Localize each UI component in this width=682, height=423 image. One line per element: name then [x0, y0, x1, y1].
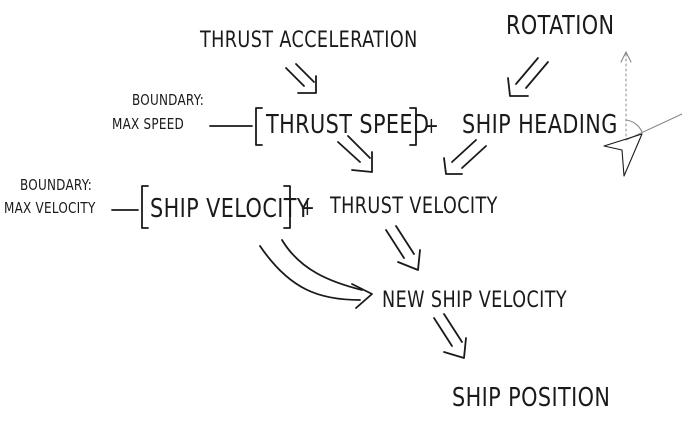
- thrust-acceleration-node: THRUST ACCELERATION: [200, 28, 418, 53]
- ship-heading-sketch-icon: [603, 51, 682, 177]
- ship-heading-node: SHIP HEADING: [462, 110, 618, 140]
- thrust-speed-node: THRUST SPEED: [266, 110, 430, 140]
- thrust-velocity-node: THRUST VELOCITY: [330, 194, 498, 219]
- ship-position-node: SHIP POSITION: [452, 383, 611, 413]
- boundary-velocity-value: MAX VELOCITY: [4, 199, 96, 217]
- plus-sign: +: [424, 114, 440, 139]
- ship-velocity-node: SHIP VELOCITY: [150, 194, 310, 224]
- plus-sign: +: [300, 196, 316, 221]
- arrow-new-ship-velocity-to-ship-position: [433, 313, 467, 359]
- new-ship-velocity-node: NEW SHIP VELOCITY: [382, 288, 568, 313]
- arrow-thrust-speed-to-thrust-velocity: [337, 135, 373, 173]
- arrow-ship-velocity-to-new-ship-velocity: [259, 239, 373, 309]
- rotation-node: ROTATION: [506, 11, 615, 41]
- arrow-thrust-velocity-to-new-ship-velocity: [385, 225, 421, 271]
- boundary-max-speed-connector: [209, 107, 417, 146]
- boundary-max-velocity-connector: [111, 185, 291, 229]
- boundary-speed-title: BOUNDARY:: [132, 91, 204, 109]
- arrow-thrust-accel-to-thrust-speed: [285, 63, 317, 94]
- boundary-velocity-title: BOUNDARY:: [20, 176, 92, 194]
- arrow-ship-heading-to-thrust-velocity: [443, 139, 487, 175]
- boundary-speed-value: MAX SPEED: [112, 115, 185, 133]
- arrow-rotation-to-ship-heading: [507, 57, 549, 97]
